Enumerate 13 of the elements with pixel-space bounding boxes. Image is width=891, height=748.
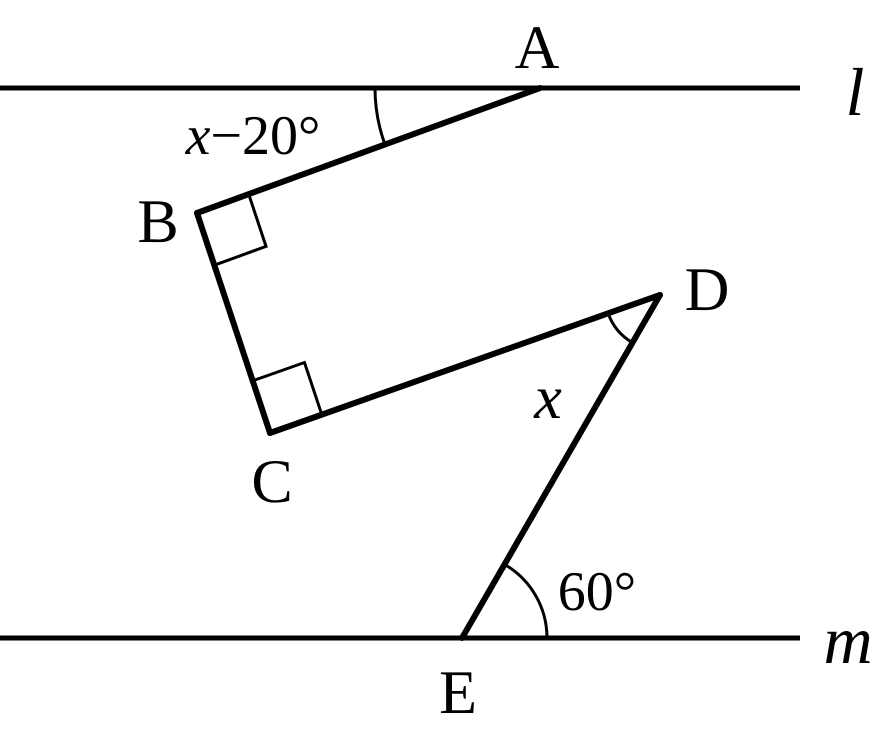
angle-label: x−20°	[186, 108, 320, 164]
point-label: C	[251, 451, 293, 513]
line-segment	[194, 85, 543, 216]
point-label: D	[684, 259, 730, 321]
angle-label: x	[534, 367, 562, 429]
line-label: m	[823, 606, 873, 674]
point-label: A	[514, 17, 560, 79]
point-label: B	[137, 191, 179, 253]
line-segment	[459, 292, 663, 641]
angle-label: 60°	[558, 564, 636, 620]
point-label: E	[439, 662, 477, 724]
line-label: l	[846, 58, 864, 126]
line-segment	[194, 210, 273, 436]
